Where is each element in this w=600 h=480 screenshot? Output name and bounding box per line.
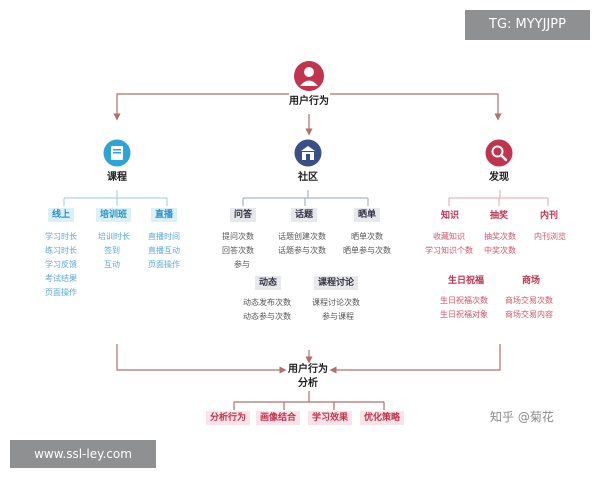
discover-label: 发现 bbox=[489, 172, 509, 183]
discover-item: 内刊浏览 bbox=[534, 232, 566, 241]
course-tag-training: 培训班 bbox=[96, 208, 132, 222]
community-item: 晒单参与次数 bbox=[343, 246, 391, 255]
analysis-tag: 分析行为 bbox=[206, 411, 251, 425]
course-item: 签到 bbox=[104, 246, 120, 255]
discover-tag: 抽奖 bbox=[490, 211, 509, 221]
community-item: 回答次数 bbox=[222, 246, 254, 255]
community-item: 参与 bbox=[234, 260, 250, 269]
user-icon bbox=[294, 61, 324, 91]
bottom-node-line1: 用户行为 bbox=[288, 364, 328, 375]
discover-item: 中奖次数 bbox=[484, 246, 516, 255]
community-item: 课程讨论次数 bbox=[312, 298, 360, 307]
discover-item: 生日祝福次数 bbox=[440, 296, 488, 305]
community-tag: 课程讨论 bbox=[314, 276, 359, 290]
watermark-bottom: www.ssl-ley.com bbox=[10, 440, 156, 468]
community-tag: 动态 bbox=[255, 276, 282, 290]
discover-item: 抽奖次数 bbox=[484, 232, 516, 241]
community-item: 话题创建次数 bbox=[278, 232, 326, 241]
analysis-tag: 优化策略 bbox=[360, 411, 405, 425]
community-item: 提问次数 bbox=[222, 232, 254, 241]
community-item: 话题参与次数 bbox=[278, 246, 326, 255]
discover-tag: 知识 bbox=[441, 211, 460, 221]
course-tag-online: 线上 bbox=[48, 208, 75, 222]
community-building-icon bbox=[294, 139, 322, 167]
book-icon bbox=[103, 139, 131, 167]
community-item: 动态发布次数 bbox=[243, 298, 291, 307]
course-item: 直播时间 bbox=[148, 232, 180, 241]
community-item: 动态参与次数 bbox=[243, 312, 291, 321]
course-item: 直播互动 bbox=[148, 246, 180, 255]
watermark-top: TG: MYYJJPP bbox=[465, 10, 590, 40]
watermark-zhihu: 知乎 @菊花 bbox=[490, 410, 554, 424]
discover-tag: 商场 bbox=[522, 276, 541, 286]
discover-item: 商场交易次数 bbox=[505, 296, 553, 305]
community-item: 晒单次数 bbox=[351, 232, 383, 241]
community-label: 社区 bbox=[298, 172, 318, 183]
course-item: 培训时长 bbox=[98, 232, 130, 241]
discover-item: 收藏知识 bbox=[433, 232, 465, 241]
course-item: 互动 bbox=[104, 260, 120, 269]
analysis-tag: 画像结合 bbox=[256, 411, 301, 425]
course-item: 页面操作 bbox=[148, 260, 180, 269]
discover-tag: 内刊 bbox=[540, 211, 559, 221]
community-tag: 问答 bbox=[230, 208, 257, 222]
discover-item: 学习知识个数 bbox=[425, 246, 473, 255]
top-node-label: 用户行为 bbox=[289, 96, 329, 107]
course-item: 练习时长 bbox=[45, 246, 77, 255]
course-item: 学习时长 bbox=[45, 232, 77, 241]
discover-item: 商场交易内容 bbox=[505, 310, 553, 319]
bottom-node-line2: 分析 bbox=[298, 378, 318, 389]
course-item: 学习反馈 bbox=[45, 260, 77, 269]
course-tag-live: 直播 bbox=[151, 208, 178, 222]
course-label: 课程 bbox=[107, 172, 127, 183]
course-item: 考试结果 bbox=[45, 274, 77, 283]
discover-item: 生日祝福对象 bbox=[440, 310, 488, 319]
discover-tag: 生日祝福 bbox=[448, 276, 485, 286]
course-item: 页面操作 bbox=[45, 288, 77, 297]
community-tag: 话题 bbox=[291, 208, 318, 222]
community-tag: 晒单 bbox=[354, 208, 381, 222]
community-item: 参与课程 bbox=[322, 312, 354, 321]
search-icon bbox=[485, 139, 513, 167]
analysis-tag: 学习效果 bbox=[308, 411, 353, 425]
